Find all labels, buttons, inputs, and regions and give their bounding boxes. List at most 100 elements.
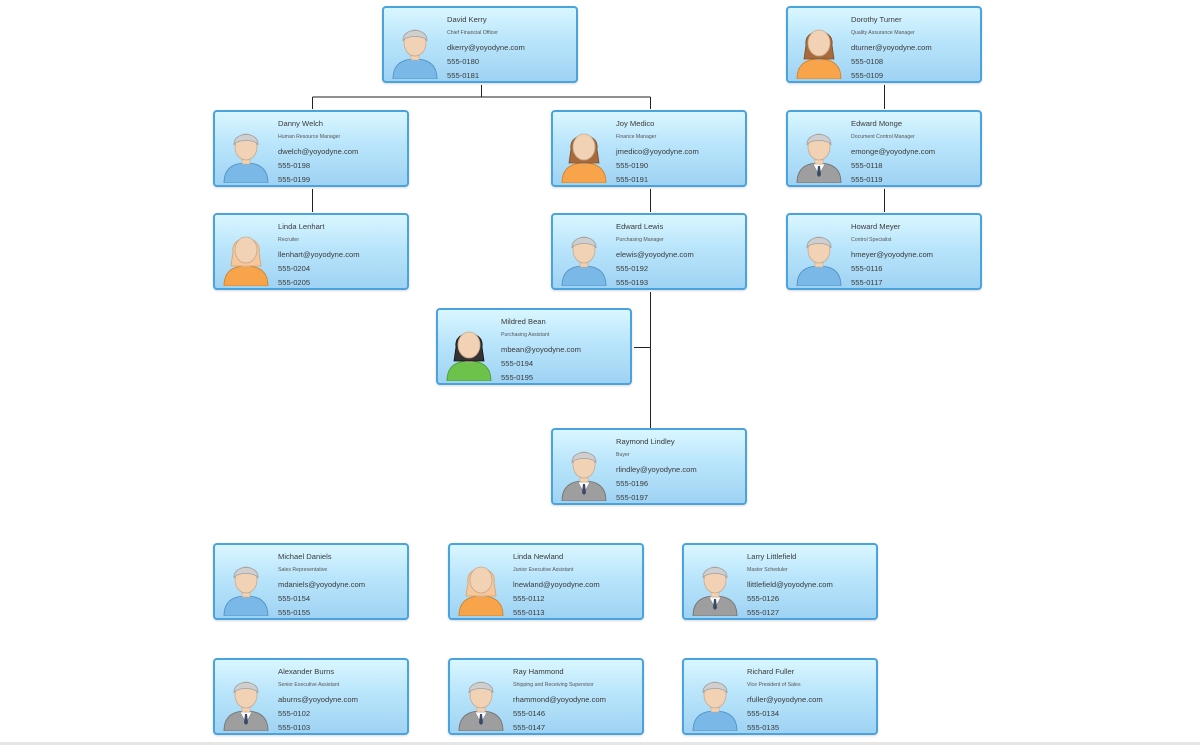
employee-phone-secondary: 555-0181 [447, 71, 480, 80]
employee-email: hmeyer@yoyodyne.com [851, 250, 933, 259]
employee-phone-primary: 555-0192 [616, 264, 649, 273]
employee-email: rfuller@yoyodyne.com [747, 695, 823, 704]
employee-title: Recruiter [278, 237, 300, 243]
employee-email: rlindley@yoyodyne.com [616, 465, 697, 474]
employee-name: Linda Lenhart [278, 222, 325, 231]
employee-phone-secondary: 555-0117 [851, 278, 883, 287]
employee-title: Sales Representative [278, 567, 328, 573]
employee-phone-secondary: 555-0199 [278, 175, 311, 184]
employee-phone-primary: 555-0108 [851, 57, 884, 66]
male-blue-avatar-icon [791, 222, 847, 286]
employee-phone-secondary: 555-0193 [616, 278, 649, 287]
employee-email: lnewland@yoyodyne.com [513, 580, 600, 589]
employee-email: rhammond@yoyodyne.com [513, 695, 606, 704]
employee-title: Document Control Manager [851, 134, 915, 140]
employee-name: Linda Newland [513, 552, 564, 561]
employee-name: Dorothy Turner [851, 15, 902, 24]
female-brown-hair-avatar-icon [556, 119, 612, 183]
employee-title: Master Scheduler [747, 567, 788, 573]
female-blonde-avatar-icon [218, 222, 274, 286]
employee-name: Howard Meyer [851, 222, 901, 231]
male-suit-avatar-icon [556, 437, 612, 501]
employee-title: Control Specialist [851, 237, 892, 243]
employee-phone-primary: 555-0112 [513, 594, 545, 603]
employee-name: David Kerry [447, 15, 487, 24]
employee-name: Edward Lewis [616, 222, 664, 231]
employee-email: mdaniels@yoyodyne.com [278, 580, 366, 589]
employee-title: Finance Manager [616, 134, 657, 140]
employee-name: Raymond Lindley [616, 437, 675, 446]
employee-phone-secondary: 555-0205 [278, 278, 311, 287]
female-dark-hair-green-avatar-icon [441, 317, 497, 381]
employee-email: llenhart@yoyodyne.com [278, 250, 360, 259]
employee-phone-primary: 555-0180 [447, 57, 480, 66]
employee-name: Alexander Burns [278, 667, 335, 676]
employee-phone-secondary: 555-0155 [278, 608, 311, 617]
employee-name: Ray Hammond [513, 667, 564, 676]
employee-name: Edward Monge [851, 119, 903, 128]
employee-email: dkerry@yoyodyne.com [447, 43, 525, 52]
employee-phone-secondary: 555-0135 [747, 723, 780, 732]
employee-phone-secondary: 555-0113 [513, 608, 545, 617]
employee-title: Senior Executive Assistant [278, 682, 340, 688]
employee-email: dturner@yoyodyne.com [851, 43, 932, 52]
bottom-strip [0, 742, 1200, 745]
employee-email: llittlefield@yoyodyne.com [747, 580, 833, 589]
employee-title: Purchasing Assistant [501, 332, 550, 338]
employee-phone-primary: 555-0190 [616, 161, 649, 170]
employee-title: Human Resource Manager [278, 134, 341, 140]
employee-title: Vice President of Sales [747, 682, 801, 688]
employee-title: Junior Executive Assistant [513, 567, 574, 573]
male-blue-avatar-icon [687, 667, 743, 731]
male-blue-avatar-icon [556, 222, 612, 286]
connector-kerry-to-welch-medico [312, 85, 651, 109]
employee-phone-secondary: 555-0147 [513, 723, 546, 732]
employee-title: Quality Assurance Manager [851, 30, 915, 36]
employee-phone-primary: 555-0102 [278, 709, 311, 718]
male-blue-avatar-icon [387, 15, 443, 79]
employee-title: Buyer [616, 452, 630, 458]
employee-name: Joy Medico [616, 119, 655, 128]
employee-phone-primary: 555-0194 [501, 359, 534, 368]
employee-name: Richard Fuller [747, 667, 795, 676]
employee-title: Purchasing Manager [616, 237, 664, 243]
employee-title: Shipping and Receiving Supervisor [513, 682, 594, 688]
employee-name: Danny Welch [278, 119, 324, 128]
male-suit-avatar-icon [453, 667, 509, 731]
female-blonde-avatar-icon [453, 552, 509, 616]
employee-email: mbean@yoyodyne.com [501, 345, 581, 354]
male-suit-avatar-icon [687, 552, 743, 616]
employee-phone-primary: 555-0196 [616, 479, 649, 488]
employee-phone-secondary: 555-0109 [851, 71, 884, 80]
male-blue-avatar-icon [218, 119, 274, 183]
